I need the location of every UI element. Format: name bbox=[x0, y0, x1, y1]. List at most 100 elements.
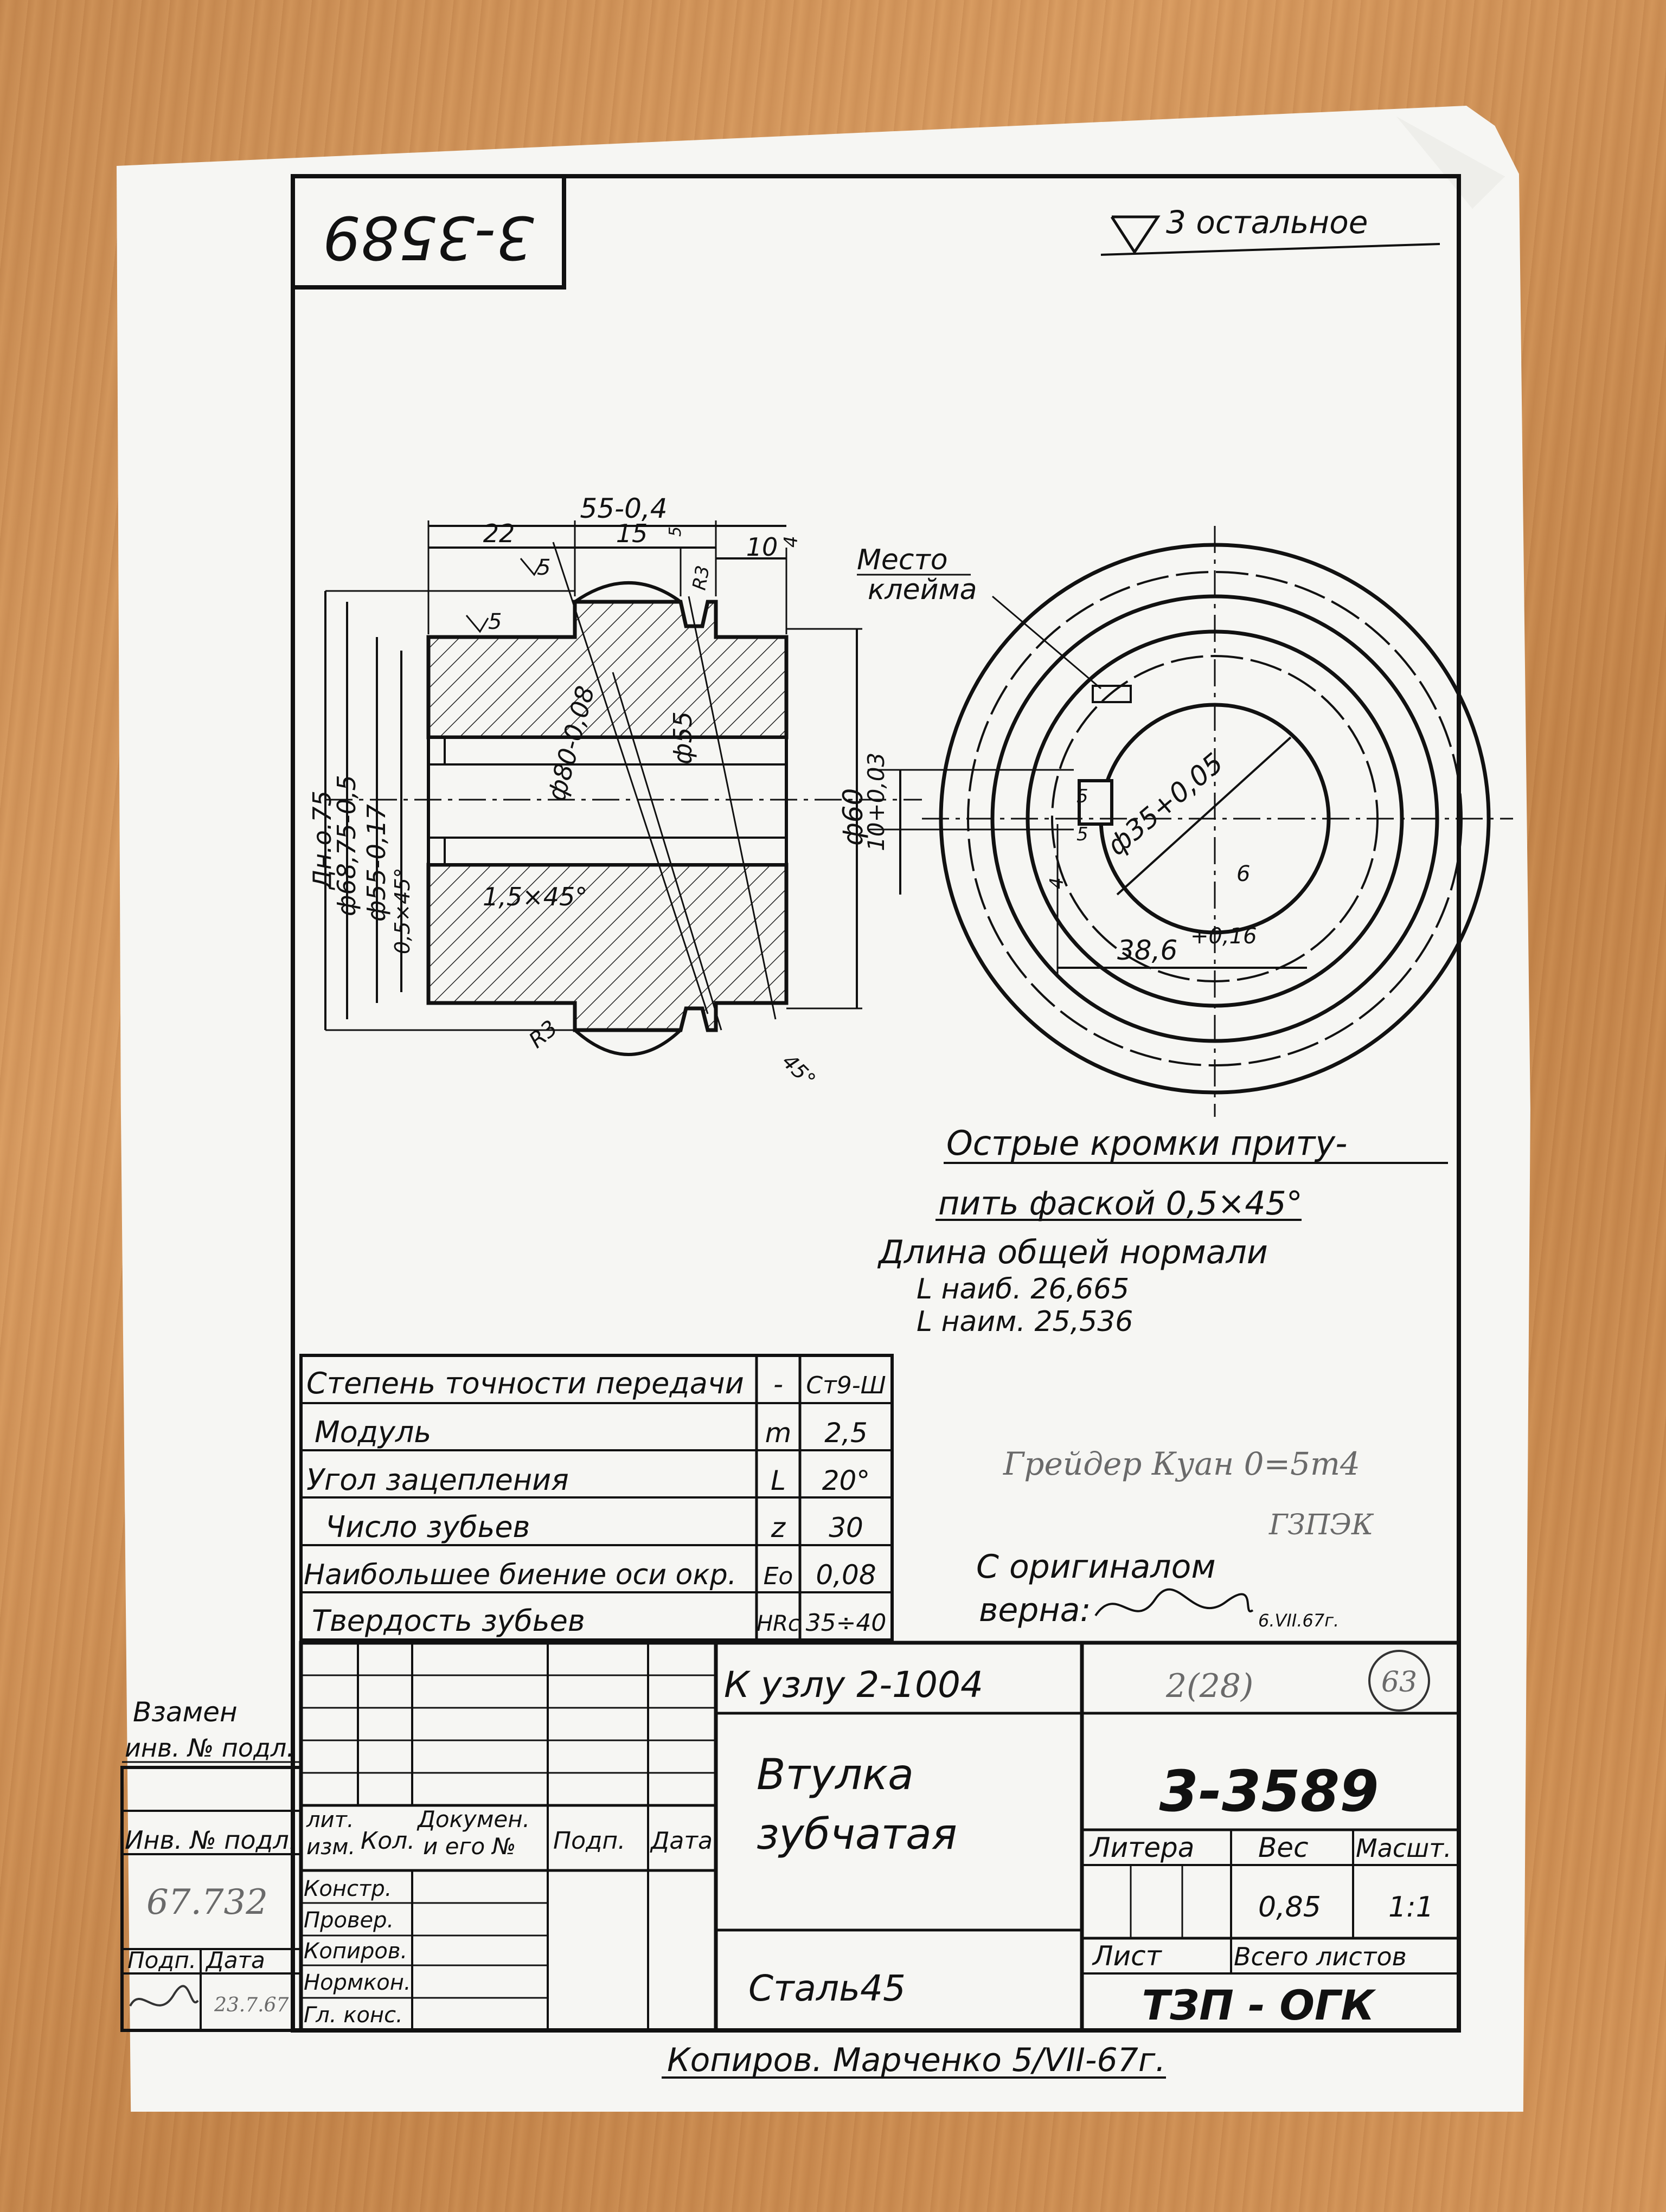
gear-params-table: Степень точности передачи - Ст9-Ш Модуль… bbox=[299, 1354, 894, 1642]
param-name-3: Число зубьев bbox=[325, 1510, 530, 1544]
hdr-ves: Вес bbox=[1258, 1832, 1309, 1863]
param-value-3: 30 bbox=[829, 1512, 863, 1544]
role-1: Провер. bbox=[304, 1908, 394, 1933]
dim-rough-4: 4 bbox=[780, 536, 802, 548]
drawing-sheet bbox=[117, 106, 1530, 2112]
dim-15: 15 bbox=[616, 519, 648, 548]
param-name-0: Степень точности передачи bbox=[306, 1366, 744, 1400]
circled-number: 63 bbox=[1381, 1666, 1417, 1699]
dim-10: 10 bbox=[746, 532, 778, 562]
col-doc-2: и его № bbox=[423, 1833, 516, 1860]
notes-block: Острые кромки приту- пить фаской 0,5×45°… bbox=[877, 1123, 1448, 1338]
drawing-number-upside-down: 3-3589 bbox=[323, 203, 534, 272]
ves-value: 0,85 bbox=[1258, 1891, 1321, 1924]
param-sym-5: HRc bbox=[757, 1611, 800, 1636]
param-name-4: Наибольшее биение оси окр. bbox=[304, 1559, 736, 1591]
zamen-label-1: Взамен bbox=[133, 1696, 238, 1728]
masht-value: 1:1 bbox=[1388, 1891, 1434, 1924]
dim-w-10: 10+0,03 bbox=[863, 753, 889, 851]
dim-d-60: ф60 bbox=[837, 788, 869, 846]
side-signature-mark bbox=[129, 1985, 199, 2007]
circled-number-ring bbox=[1368, 1650, 1430, 1712]
radius-r3-top: R3 bbox=[688, 564, 714, 592]
part-name-2: зубчатая bbox=[757, 1810, 957, 1859]
col-data: Дата bbox=[650, 1827, 713, 1855]
note-line-2: пить фаской 0,5×45° bbox=[938, 1185, 1303, 1223]
end-view: Место клейма ф35+0,05 5 5 4 6 38,6 +0,16 bbox=[857, 526, 1513, 1117]
param-value-0: Ст9-Ш bbox=[806, 1372, 886, 1399]
pencil-note-2: ГЗПЭК bbox=[1268, 1509, 1374, 1541]
data-label: Дата bbox=[205, 1947, 265, 1973]
dim-5: 5 bbox=[666, 526, 685, 537]
drawing-number-box bbox=[291, 174, 566, 290]
param-name-5: Твердость зубьев bbox=[312, 1604, 585, 1638]
roughness-triangle-icon bbox=[1110, 215, 1161, 255]
rough-5-key-a: 5 bbox=[1077, 786, 1088, 807]
dim-d-6875: ф68,75-0,5 bbox=[332, 775, 361, 916]
side-approval-block: Взамен инв. № подл. Инв. № подл. 67.732 … bbox=[120, 1696, 303, 2032]
certified-line-1: С оригиналом bbox=[976, 1548, 1216, 1586]
dim-d-55-017: ф55-0,17 bbox=[362, 804, 391, 922]
radius-r3-bottom: R3 bbox=[524, 1015, 562, 1053]
signature-mark bbox=[1094, 1588, 1254, 1617]
rough-5-left: 5 bbox=[488, 609, 502, 634]
col-doc-1: Докумен. bbox=[416, 1806, 530, 1832]
param-sym-2: L bbox=[771, 1465, 786, 1496]
section-view: 55-0,4 22 15 10 4 5 5 5 R3 R3 45° Дн.о.7… bbox=[307, 493, 1074, 1092]
angle-45: 45° bbox=[778, 1049, 821, 1092]
certified-line-2: верна: bbox=[979, 1591, 1091, 1629]
param-sym-3: z bbox=[771, 1512, 786, 1544]
param-value-4: 0,08 bbox=[816, 1559, 876, 1591]
col-lit: лит. bbox=[306, 1808, 354, 1832]
footer-copier: Копиров. Марченко 5/VII-67г. bbox=[667, 2041, 1165, 2079]
pencil-note-1: Грейдер Куан 0=5т4 bbox=[1003, 1445, 1360, 1482]
pencil-count: 2(28) bbox=[1165, 1667, 1253, 1705]
rough-5-key-b: 5 bbox=[1077, 824, 1088, 845]
role-3: Нормкон. bbox=[304, 1970, 411, 1995]
param-value-2: 20° bbox=[822, 1465, 870, 1496]
hdr-litera: Литера bbox=[1089, 1832, 1194, 1863]
organization: ТЗП - ОГК bbox=[1142, 1981, 1376, 2029]
inv-label: Инв. № подл. bbox=[125, 1825, 297, 1855]
role-2: Копиров. bbox=[304, 1939, 407, 1964]
inv-value: 67.732 bbox=[146, 1882, 268, 1922]
part-name-1: Втулка bbox=[757, 1751, 914, 1799]
note-line-5: L наим. 25,536 bbox=[917, 1306, 1133, 1338]
date-value: 23.7.67 bbox=[214, 1994, 289, 2016]
dim-keyway-386: 38,6 bbox=[1117, 935, 1177, 966]
role-4: Гл. конс. bbox=[304, 2003, 403, 2028]
list-label: Лист bbox=[1092, 1940, 1163, 1972]
title-block: лит. изм. Кол. Докумен. и его № Подп. Да… bbox=[299, 1641, 1461, 2033]
dim-bore-35: ф35+0,05 bbox=[1101, 747, 1229, 861]
dim-chamfer-05: 0,5×45° bbox=[390, 867, 414, 954]
param-sym-1: m bbox=[765, 1417, 792, 1449]
col-podp: Подп. bbox=[553, 1827, 625, 1855]
note-line-3: Длина общей нормали bbox=[877, 1233, 1268, 1271]
col-izm: изм. bbox=[306, 1835, 355, 1860]
dim-d-75: Дн.о.75 bbox=[307, 790, 337, 890]
surface-roughness-note: 3 остальное bbox=[1166, 204, 1368, 241]
dim-d-55: ф55 bbox=[668, 711, 697, 764]
stamp-place-label-1: Место bbox=[857, 544, 948, 576]
stamp-place-label-2: клейма bbox=[868, 574, 977, 606]
certified-date: 6.VII.67г. bbox=[1258, 1610, 1339, 1631]
rough-6-bore: 6 bbox=[1236, 861, 1250, 886]
role-0: Констр. bbox=[304, 1876, 392, 1901]
part-number: 3-3589 bbox=[1159, 1758, 1379, 1824]
assembly-ref: К узлу 2-1004 bbox=[724, 1664, 983, 1706]
dim-chamfer-15: 1,5×45° bbox=[483, 882, 587, 911]
param-value-5: 35÷40 bbox=[806, 1609, 887, 1637]
param-sym-4: Eo bbox=[764, 1562, 793, 1590]
param-name-1: Модуль bbox=[315, 1415, 431, 1449]
param-value-1: 2,5 bbox=[824, 1417, 868, 1449]
dim-22: 22 bbox=[483, 519, 515, 548]
podp-label: Подп. bbox=[127, 1947, 196, 1973]
param-sym-0: - bbox=[773, 1368, 783, 1400]
dim-keyway-tol: +0,16 bbox=[1190, 924, 1257, 949]
param-name-2: Угол зацепления bbox=[306, 1463, 569, 1497]
col-kol: Кол. bbox=[361, 1827, 415, 1855]
note-line-4: L наиб. 26,665 bbox=[917, 1273, 1129, 1306]
hdr-masht: Масшт. bbox=[1356, 1834, 1452, 1863]
note-line-1: Острые кромки приту- bbox=[946, 1123, 1348, 1163]
